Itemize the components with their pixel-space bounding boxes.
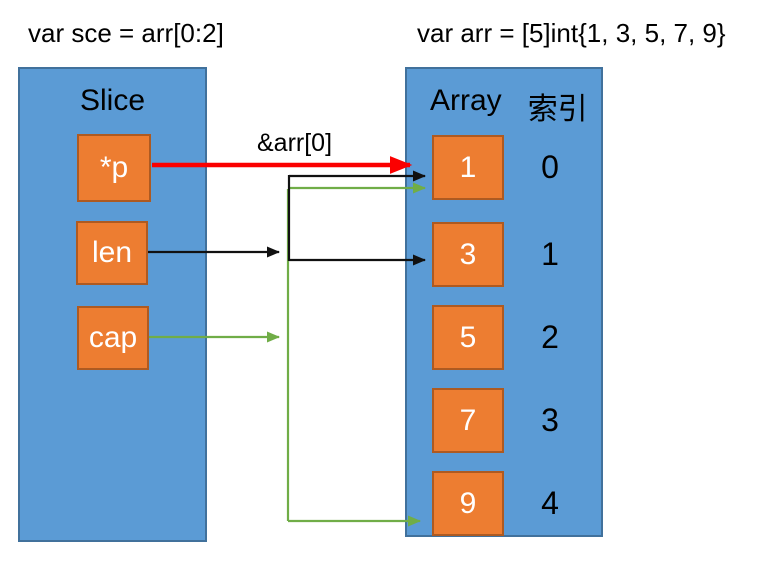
slice-field-len: len xyxy=(76,221,148,285)
array-index-3: 3 xyxy=(541,402,559,438)
array-cell-2: 5 xyxy=(432,305,504,370)
array-panel-title: Array xyxy=(430,84,502,117)
array-index-4: 4 xyxy=(541,485,559,521)
slice-field-cap: cap xyxy=(77,306,149,370)
pointer-arrow-label: &arr[0] xyxy=(257,129,333,157)
array-index-0: 0 xyxy=(541,149,559,185)
array-cell-1: 3 xyxy=(432,222,504,287)
index-column-title: 索引 xyxy=(527,93,588,126)
slice-panel-title: Slice xyxy=(79,84,146,117)
array-index-1: 1 xyxy=(541,236,559,272)
array-index-2: 2 xyxy=(541,319,559,355)
array-cell-4: 9 xyxy=(432,471,504,536)
slice-field-pointer: *p xyxy=(77,134,151,202)
slice-declaration-text: var sce = arr[0:2] xyxy=(28,18,224,48)
array-declaration-text: var arr = [5]int{1, 3, 5, 7, 9} xyxy=(417,18,726,48)
array-panel-header: Array 索引 xyxy=(430,84,588,128)
array-cell-3: 7 xyxy=(432,388,504,453)
array-cell-0: 1 xyxy=(432,135,504,200)
